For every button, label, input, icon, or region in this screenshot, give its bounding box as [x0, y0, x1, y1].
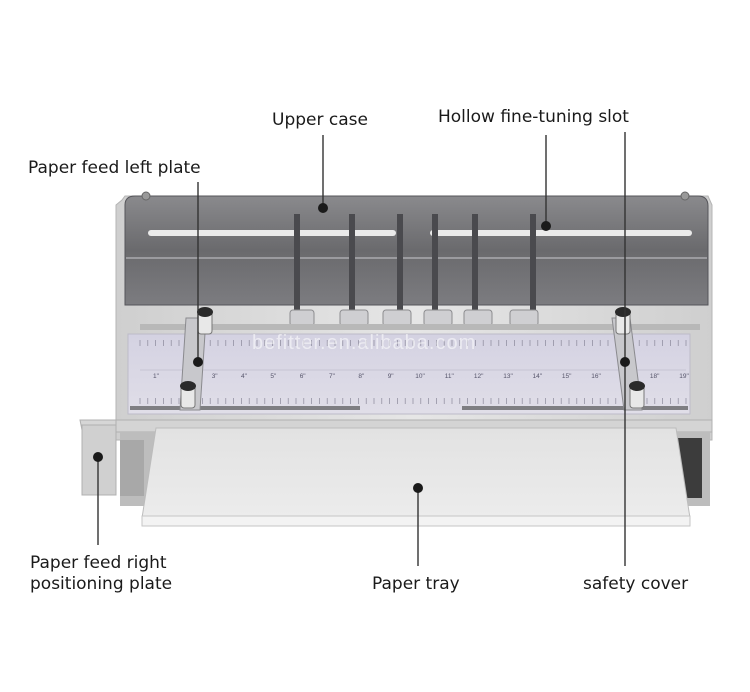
crease-blades	[294, 214, 536, 310]
label-left-plate: Paper feed left plate	[28, 158, 201, 178]
dot-paper-tray	[413, 483, 423, 493]
screw-right	[680, 191, 690, 201]
ruler-inch-label: 6"	[300, 373, 307, 380]
right-guide-knob-bottom	[629, 381, 645, 409]
ruler-inch-label: 19"	[679, 373, 689, 380]
tray-front-edge	[141, 515, 691, 527]
label-right-plate-line1: Paper feed right	[30, 553, 167, 573]
ruler-inch-label: 1"	[153, 373, 160, 380]
ruler-ticks	[139, 340, 687, 404]
left-mechanism	[120, 440, 144, 496]
ruler-slot-left	[130, 406, 360, 410]
hollow-slot-left	[148, 230, 396, 236]
hollow-slot-right	[430, 230, 692, 236]
paper-tray	[141, 427, 691, 519]
ruler-inch-label: 15"	[562, 373, 572, 380]
ruler-inch-label: 11"	[445, 373, 455, 380]
leader-dots	[93, 203, 630, 493]
ruler-inch-label: 10"	[415, 373, 425, 380]
dot-left-plate	[193, 357, 203, 367]
upper-case-cover	[124, 195, 709, 306]
ruler-inch-label: 4"	[241, 373, 248, 380]
leader-lines	[97, 132, 626, 566]
screw-left	[141, 191, 151, 201]
dot-right-plate	[93, 452, 103, 462]
ruler-inch-label: 18"	[650, 373, 660, 380]
ruler-inch-label: 7"	[329, 373, 336, 380]
dot-hollow-slot	[541, 221, 551, 231]
dot-safety-cover	[620, 357, 630, 367]
label-right-plate-line2: positioning plate	[30, 574, 173, 594]
ruler-inch-label: 14"	[533, 373, 543, 380]
ruler-inch-label: 8"	[358, 373, 365, 380]
ruler-inch-label: 16"	[591, 373, 601, 380]
label-hollow-slot: Hollow fine-tuning slot	[438, 107, 629, 127]
ruler-inch-label: 12"	[474, 373, 484, 380]
ruler-inch-label: 3"	[212, 373, 219, 380]
ruler-slot-right	[462, 406, 688, 410]
left-guide-knob-bottom	[180, 381, 196, 409]
label-paper-tray: Paper tray	[372, 574, 460, 594]
right-guide-knob-top	[615, 307, 631, 335]
label-safety-cover: safety cover	[583, 574, 689, 594]
ruler-inch-label: 5"	[270, 373, 277, 380]
ruler-inch-label: 13"	[503, 373, 513, 380]
ruler-inch-label: 9"	[388, 373, 395, 380]
left-guide-knob-top	[197, 307, 213, 335]
roller-bar	[140, 324, 700, 330]
ruler-plate	[127, 333, 691, 415]
label-upper-case: Upper case	[272, 110, 368, 130]
dot-upper-case	[318, 203, 328, 213]
blade-holders	[289, 309, 539, 327]
watermark: befitter.en.alibaba.com	[252, 332, 477, 354]
